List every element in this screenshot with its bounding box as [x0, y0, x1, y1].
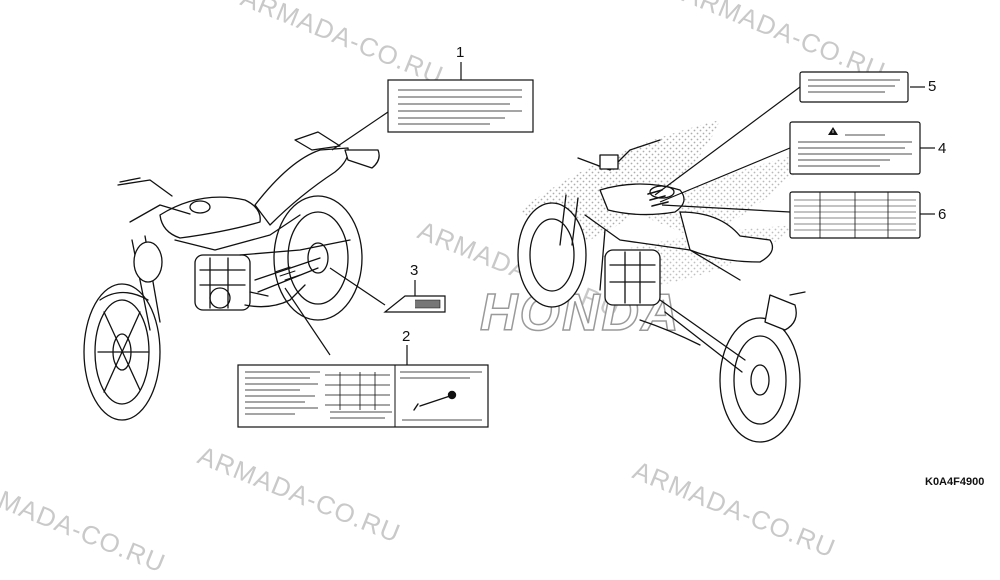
callout-1: 1: [456, 44, 465, 61]
wrench-icon: [413, 390, 457, 411]
label-2-sticker: [237, 364, 489, 428]
callout-6: 6: [938, 206, 947, 223]
callout-4: 4: [938, 140, 947, 157]
label-5-sticker: [799, 71, 909, 103]
label-4-sticker: [789, 121, 921, 175]
parts-diagram: [83, 62, 935, 443]
label-3-tag: [383, 295, 446, 313]
leader-lines: [284, 62, 935, 365]
diagram-code: K0A4F4900: [925, 476, 985, 488]
warning-triangle-icon: [828, 127, 838, 135]
callout-2: 2: [402, 328, 411, 345]
label-6-sticker: [789, 191, 921, 239]
callout-3: 3: [410, 262, 419, 279]
motorcycle-right: [517, 139, 806, 443]
label-1-sticker: [387, 79, 534, 133]
callout-5: 5: [928, 78, 937, 95]
motorcycle-left: [83, 131, 380, 421]
